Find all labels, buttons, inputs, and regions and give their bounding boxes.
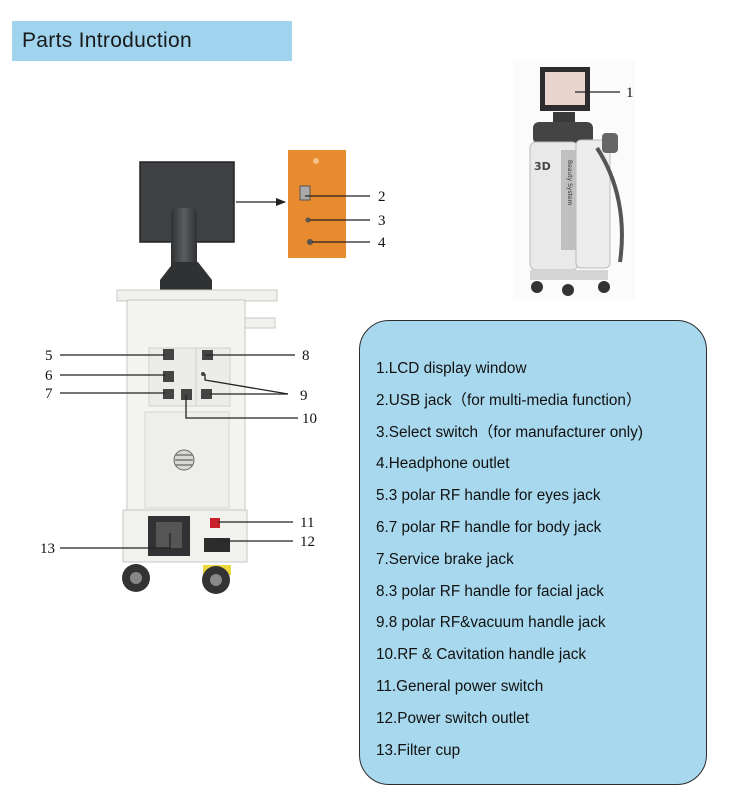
legend-item-10: 10.RF & Cavitation handle jack — [376, 646, 587, 664]
callout-numbers: 1 2 3 4 5 6 7 8 9 10 11 12 13 — [40, 85, 634, 557]
callout-5: 5 — [45, 348, 53, 364]
callout-4: 4 — [378, 235, 386, 251]
side-text: Beauty System — [566, 160, 573, 206]
legend-item-3: 3.Select switch（for manufacturer only) — [376, 423, 643, 441]
jack-7 — [163, 389, 174, 399]
legend-item-4: 4.Headphone outlet — [376, 455, 510, 473]
callout-9: 9 — [300, 388, 308, 404]
legend-item-1: 1.LCD display window — [376, 360, 527, 377]
screen-stand-base — [160, 262, 212, 296]
legend-item-11: 11.General power switch — [376, 677, 544, 695]
front-screen — [545, 72, 585, 105]
jack-9-top — [201, 372, 205, 376]
legend-item-12: 12.Power switch outlet — [376, 709, 530, 727]
jack-5 — [163, 349, 174, 360]
callout-6: 6 — [45, 368, 53, 384]
callout-11: 11 — [300, 515, 314, 531]
side-panel-detail — [288, 150, 346, 258]
legend-item-7: 7.Service brake jack — [376, 550, 514, 568]
power-outlet — [204, 538, 230, 552]
jack-9-bottom — [201, 389, 212, 399]
general-power-switch — [210, 518, 220, 528]
legend-item-6: 6.7 polar RF handle for body jack — [376, 518, 602, 536]
cabinet-top-lip — [116, 289, 278, 302]
detail-panel — [288, 150, 346, 258]
handle-holder — [244, 317, 276, 329]
callout-7: 7 — [45, 386, 53, 402]
callout-12: 12 — [300, 534, 315, 550]
callout-13: 13 — [40, 541, 55, 557]
legend-item-2: 2.USB jack（for multi-media function） — [376, 391, 642, 409]
callout-10: 10 — [302, 411, 317, 427]
product-photo: 3D Beauty System — [513, 60, 635, 300]
parts-legend: 1.LCD display window 2.USB jack（for mult… — [359, 320, 707, 785]
front-wheel-right — [598, 281, 610, 293]
handle-cable — [595, 146, 624, 263]
callout-1: 1 — [626, 85, 634, 101]
legend-item-5: 5.3 polar RF handle for eyes jack — [376, 487, 601, 505]
legend-item-8: 8.3 polar RF handle for facial jack — [376, 582, 604, 600]
usb-jack — [299, 185, 311, 201]
select-switch — [305, 217, 311, 223]
filter-cup — [156, 522, 182, 548]
machine-rear-view — [116, 161, 278, 594]
parts-list: 1.LCD display window 2.USB jack（for mult… — [360, 321, 706, 766]
jack-6 — [163, 371, 174, 382]
legend-item-13: 13.Filter cup — [376, 741, 461, 759]
front-wheel-left — [531, 281, 543, 293]
callout-8: 8 — [302, 348, 310, 364]
section-header: Parts Introduction — [12, 21, 292, 61]
legend-item-9: 9.8 polar RF&vacuum handle jack — [376, 614, 606, 632]
leader-9a — [204, 374, 289, 395]
leader-lines — [60, 91, 620, 549]
headphone-outlet — [307, 239, 313, 245]
section-title: Parts Introduction — [22, 29, 192, 52]
callout-2: 2 — [378, 189, 386, 205]
front-wheel-mid — [562, 284, 574, 296]
leader-13 — [60, 533, 171, 549]
brand-text: 3D — [534, 160, 551, 173]
leader-10 — [185, 395, 298, 419]
callout-3: 3 — [378, 213, 386, 229]
jack-10 — [181, 389, 192, 400]
screen-stand — [171, 208, 197, 274]
